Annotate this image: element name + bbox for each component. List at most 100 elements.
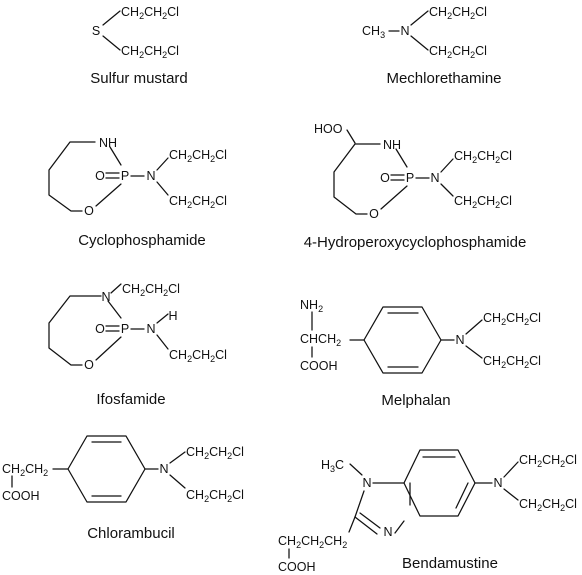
bond xyxy=(102,10,121,26)
ring-bonds xyxy=(48,141,96,212)
benzene-ring xyxy=(67,435,146,503)
atom-o-double: O xyxy=(380,171,390,185)
chain-ch2ch2cl: CH2CH2Cl xyxy=(483,354,541,370)
atom-s: S xyxy=(92,24,100,38)
bond xyxy=(354,516,378,535)
compound-cyclophosphamide: NH O P O N CH2CH2Cl CH2CH2Cl Cyclophosph… xyxy=(48,136,227,249)
atom-p: P xyxy=(406,171,414,185)
chain-ch2ch2cl: CH2CH2Cl xyxy=(169,194,227,210)
bond xyxy=(354,490,365,518)
compound-name: Cyclophosphamide xyxy=(78,232,206,249)
chain-ch2ch2cl: CH2CH2Cl xyxy=(121,44,179,60)
bond xyxy=(107,300,122,319)
atom-o: O xyxy=(369,207,379,221)
compound-chlorambucil: CH2CH2 COOH N CH2CH2Cl CH2CH2Cl Chloramb… xyxy=(2,435,244,542)
atom-nh: NH xyxy=(99,136,117,150)
atom-n: N xyxy=(159,462,168,476)
group-cooh: COOH xyxy=(2,489,40,503)
chain-ch2ch2: CH2CH2 xyxy=(2,462,48,478)
ring-bonds xyxy=(48,295,102,366)
bond xyxy=(503,461,519,478)
chain-ch2ch2cl: CH2CH2Cl xyxy=(169,348,227,364)
bond xyxy=(410,10,429,26)
atom-o-double: O xyxy=(95,169,105,183)
compound-name: Bendamustine xyxy=(402,555,498,572)
chain-ch2ch2cl: CH2CH2Cl xyxy=(454,149,512,165)
bond xyxy=(95,336,122,361)
compound-name: Sulfur mustard xyxy=(90,70,188,87)
atom-nh: NH xyxy=(383,138,401,152)
chain-ch2ch2ch2: CH2CH2CH2 xyxy=(278,534,347,550)
chain-ch2ch2cl: CH2CH2Cl xyxy=(169,148,227,164)
chain-ch2ch2cl: CH2CH2Cl xyxy=(483,311,541,327)
atom-o-double: O xyxy=(95,322,105,336)
chain-ch2ch2cl: CH2CH2Cl xyxy=(186,445,244,461)
ring-bonds xyxy=(333,143,381,215)
group-hoo: HOO xyxy=(314,122,343,136)
group-nh2: NH2 xyxy=(300,298,323,314)
atom-n: N xyxy=(146,169,155,183)
chain-ch2ch2cl: CH2CH2Cl xyxy=(429,5,487,21)
bond xyxy=(465,319,483,335)
compound-4-hydroperoxycyclophosphamide: HOO NH O P O N CH2CH2Cl CH2CH2Cl 4-Hydro… xyxy=(304,122,527,251)
bond-double xyxy=(359,512,381,529)
atom-p: P xyxy=(121,322,129,336)
atom-p: P xyxy=(121,169,129,183)
bond xyxy=(395,148,408,168)
bond xyxy=(156,181,169,196)
bond xyxy=(465,345,483,359)
bond xyxy=(102,35,121,51)
chain-ch2ch2cl: CH2CH2Cl xyxy=(429,44,487,60)
chain-ch2ch2cl: CH2CH2Cl xyxy=(186,488,244,504)
bond xyxy=(169,451,186,464)
benzene-ring xyxy=(363,306,442,374)
bond xyxy=(156,157,169,171)
atom-o: O xyxy=(84,358,94,372)
group-h3c: H3C xyxy=(321,458,344,474)
compound-name: Melphalan xyxy=(381,392,450,409)
atom-n: N xyxy=(146,322,155,336)
compound-name: Ifosfamide xyxy=(96,391,165,408)
bond xyxy=(440,183,454,197)
atom-o: O xyxy=(84,204,94,218)
atom-n: N xyxy=(362,476,371,490)
compound-name: Chlorambucil xyxy=(87,525,175,542)
bond xyxy=(349,463,363,476)
atom-n: N xyxy=(383,525,392,539)
atom-n: N xyxy=(455,333,464,347)
compound-name: 4-Hydroperoxycyclophosphamide xyxy=(304,234,527,251)
bond xyxy=(348,516,356,533)
bond xyxy=(346,129,356,144)
bond xyxy=(503,488,519,501)
chain-ch2ch2cl: CH2CH2Cl xyxy=(519,453,577,469)
chain-ch2ch2cl: CH2CH2Cl xyxy=(121,5,179,21)
bond xyxy=(95,183,122,207)
compound-name: Mechlorethamine xyxy=(386,70,501,87)
bond xyxy=(380,185,408,210)
atom-n: N xyxy=(101,290,110,304)
chain-ch2ch2cl: CH2CH2Cl xyxy=(122,282,180,298)
bond xyxy=(110,283,122,294)
benzene-ring xyxy=(403,449,476,517)
compound-ifosfamide: N CH2CH2Cl O P O N H CH2CH2Cl Ifosfamide xyxy=(48,282,227,408)
bond xyxy=(440,158,454,173)
compound-bendamustine: H3C N N CH2CH2CH2 COOH N CH2CH2Cl CH2CH2… xyxy=(278,449,577,574)
chain-ch2ch2cl: CH2CH2Cl xyxy=(519,497,577,513)
atom-n: N xyxy=(430,171,439,185)
bond xyxy=(169,474,186,489)
bond xyxy=(109,146,122,166)
bond xyxy=(156,313,169,324)
atom-n: N xyxy=(400,24,409,38)
group-cooh: COOH xyxy=(300,359,338,373)
atom-n: N xyxy=(493,476,502,490)
bond xyxy=(394,520,405,534)
chain-ch2ch2cl: CH2CH2Cl xyxy=(454,194,512,210)
group-ch3: CH3 xyxy=(362,24,385,40)
bond-aromatic xyxy=(455,482,469,509)
group-chch2: CHCH2 xyxy=(300,332,341,348)
compound-mechlorethamine: CH3 N CH2CH2Cl CH2CH2Cl Mechlorethamine xyxy=(362,5,502,87)
atom-h: H xyxy=(168,309,177,323)
compound-sulfur-mustard: S CH2CH2Cl CH2CH2Cl Sulfur mustard xyxy=(90,5,188,87)
